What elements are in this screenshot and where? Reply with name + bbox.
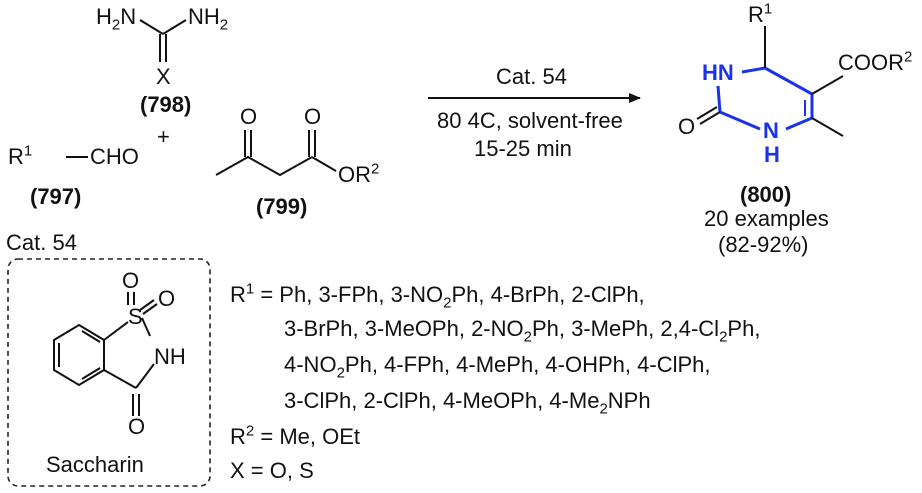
saccharin-o-bottom: O: [128, 414, 146, 439]
saccharin-bonds: [53, 292, 158, 416]
r1-definition-line1: R1 = Ph, 3-FPh, 3-NO2Ph, 4-BrPh, 2-ClPh,: [230, 280, 645, 312]
product-hn: HN: [702, 60, 734, 85]
product-label: (800): [740, 182, 792, 207]
product-examples: 20 examples: [704, 206, 829, 231]
x-definition: X = O, S: [230, 458, 314, 483]
saccharin-o-right: O: [158, 286, 176, 311]
r1-definition-line2: 3-BrPh, 3-MeOPh, 2-NO2Ph, 3-MePh, 2,4-Cl…: [284, 316, 761, 346]
ketoester-bonds: [215, 130, 337, 177]
urea-label: (798): [140, 92, 192, 117]
r2-definition: R2 = Me, OEt: [230, 422, 361, 449]
r1-definition-line3: 4-NO2Ph, 4-FPh, 4-MePh, 4-OHPh, 4-ClPh,: [284, 352, 711, 382]
catalyst-box-border: [7, 258, 211, 487]
product-ring-bonds: [716, 66, 814, 131]
ketoester-o-keto: O: [240, 104, 258, 129]
urea-nh2-right: NH2: [188, 4, 229, 34]
conditions-temperature: 80 4C, solvent-free: [437, 108, 623, 133]
aldehyde-cho: CHO: [90, 144, 139, 169]
urea-bonds: [139, 19, 187, 62]
aldehyde-label: (797): [30, 184, 82, 209]
ketoester-label: (799): [256, 194, 308, 219]
saccharin-nh: NH: [154, 344, 186, 369]
product-r1: R1: [748, 0, 773, 27]
ketoester-o-ester: O: [304, 104, 322, 129]
product-cooR: COOR2: [838, 48, 913, 75]
product-n: N: [763, 118, 779, 143]
catalyst-box-title: Cat. 54: [6, 230, 77, 255]
product-yield: (82-92%): [718, 232, 809, 257]
urea-nh2-left: H2N: [96, 4, 137, 34]
product-substituent-bonds: [696, 26, 844, 137]
urea-x-atom: X: [156, 64, 171, 89]
product-o: O: [678, 114, 696, 139]
saccharin-s-atom: S: [128, 304, 143, 329]
conditions-time: 15-25 min: [474, 136, 572, 161]
plus-sign: +: [157, 124, 170, 149]
saccharin-name: Saccharin: [46, 452, 144, 477]
conditions-catalyst: Cat. 54: [496, 64, 567, 89]
ketoester-or: OR2: [338, 160, 380, 187]
aldehyde-r-group: R1: [8, 142, 33, 169]
product-h: H: [764, 142, 780, 167]
r1-definition-line4: 3-ClPh, 2-ClPh, 4-MeOPh, 4-Me2NPh: [284, 388, 651, 418]
saccharin-o-top: O: [122, 268, 140, 293]
